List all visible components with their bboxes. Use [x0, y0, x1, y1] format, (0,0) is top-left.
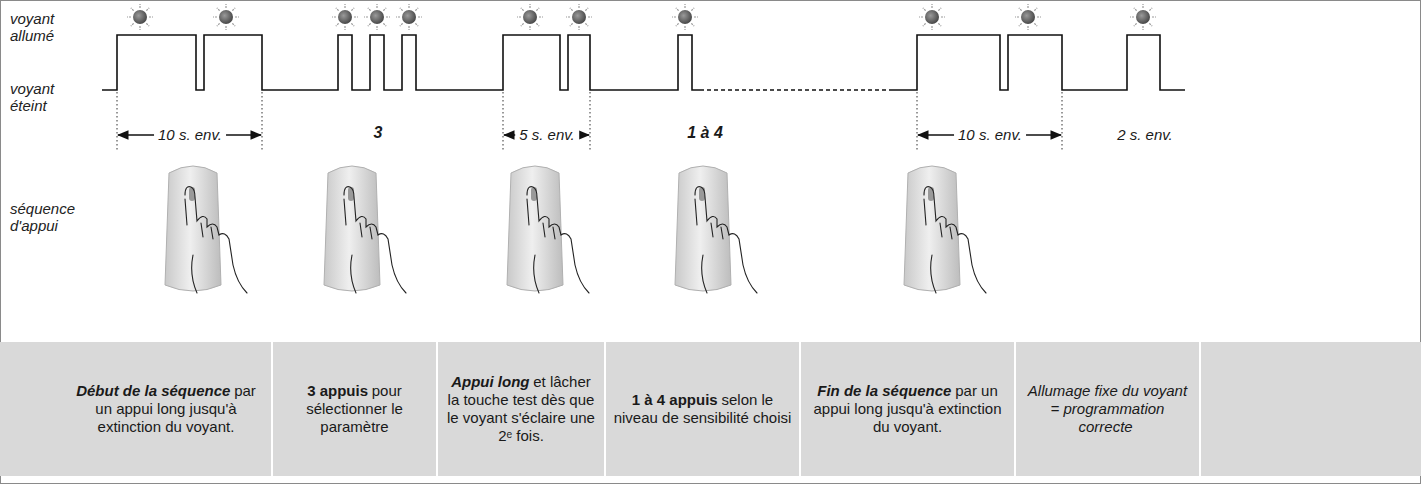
dotted-guide — [917, 92, 918, 150]
cell-text: 3 appuispour sélectionner le paramètre — [280, 382, 429, 436]
caption-cell: Fin de la séquencepar un appui long jusq… — [800, 342, 1015, 476]
waveform-line — [890, 35, 1185, 90]
caption-band — [0, 342, 1421, 476]
waveform-line — [102, 35, 700, 90]
step-heading: Allumage fixe du voyant = programmation … — [1028, 382, 1187, 435]
sensor-with-hand — [507, 166, 589, 293]
sensor-with-hand — [165, 166, 247, 293]
led-icon — [919, 4, 945, 30]
led-icon — [1015, 4, 1041, 30]
band-separators — [272, 342, 1200, 476]
led-waveform — [102, 35, 1185, 90]
waveform-dashed — [700, 89, 890, 90]
cell-text: Fin de la séquencepar un appui long jusq… — [808, 382, 1007, 436]
step-heading: Fin de la séquence — [817, 382, 951, 399]
led-icon — [517, 4, 543, 30]
duration-label: 10 s. env. — [954, 126, 1026, 143]
dotted-guide — [1062, 92, 1063, 150]
led-icons — [127, 4, 1156, 30]
duration-label: 1 à 4 — [683, 124, 727, 142]
sensor-with-hand — [904, 166, 986, 293]
axis-label: séquence d'appui — [10, 200, 88, 235]
led-icon — [332, 4, 358, 30]
caption-cell: 1 à 4 appuisselon le niveau de sensibili… — [605, 342, 800, 476]
duration-label: 2 s. env. — [1113, 126, 1177, 143]
led-icon — [566, 4, 592, 30]
step-heading: 3 appuis — [307, 382, 368, 399]
led-icon — [213, 4, 239, 30]
cell-text: Allumage fixe du voyant = programmation … — [1023, 382, 1192, 436]
caption-cell: Allumage fixe du voyant = programmation … — [1015, 342, 1200, 476]
sensor-with-hand — [675, 166, 757, 293]
duration-label: 3 — [370, 124, 387, 142]
duration-label: 5 s. env. — [515, 126, 579, 143]
caption-cell: Début de la séquencepar un appui long ju… — [60, 342, 272, 476]
dotted-guide — [262, 92, 263, 150]
led-icon — [127, 4, 153, 30]
axis-label: voyant allumé — [10, 10, 74, 45]
step-heading: Début de la séquence — [76, 382, 230, 399]
cell-text: 1 à 4 appuisselon le niveau de sensibili… — [613, 391, 792, 427]
step-heading: 1 à 4 appuis — [632, 391, 718, 408]
cell-text: Appui longet lâcher la touche test dès q… — [445, 373, 597, 445]
dotted-guide — [503, 92, 504, 150]
press-illustrations — [165, 166, 986, 293]
led-icon — [364, 4, 390, 30]
dotted-guide — [590, 92, 591, 150]
caption-cell: Appui longet lâcher la touche test dès q… — [437, 342, 605, 476]
led-icon — [1130, 4, 1156, 30]
duration-label: 10 s. env. — [154, 126, 226, 143]
sensor-with-hand — [324, 166, 406, 293]
axis-label: voyant éteint — [10, 80, 74, 115]
step-heading: Appui long — [451, 373, 529, 390]
caption-cell: 3 appuispour sélectionner le paramètre — [272, 342, 437, 476]
led-icon — [396, 4, 422, 30]
dotted-guide — [117, 92, 118, 150]
led-icon — [672, 4, 698, 30]
cell-text: Début de la séquencepar un appui long ju… — [68, 382, 264, 436]
duration-arrows — [117, 92, 1062, 150]
